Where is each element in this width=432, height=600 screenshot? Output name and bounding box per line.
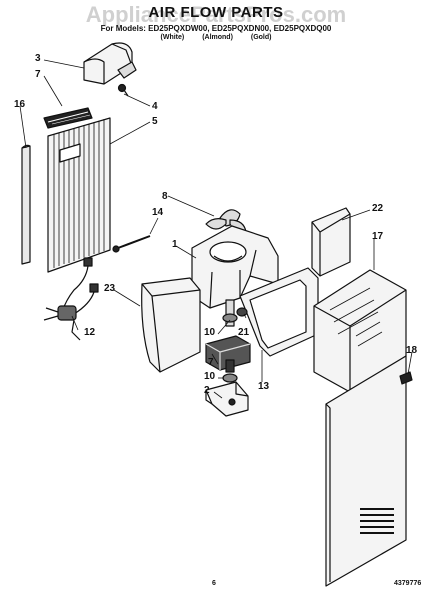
part-10-collar-upper — [222, 299, 238, 327]
model-list: For Models: ED25PQXDW00, ED25PQXDN00, ED… — [100, 24, 332, 33]
callout-2: 2 — [204, 385, 210, 396]
part-7-fan-motor — [205, 335, 251, 373]
part-18-screw — [399, 371, 413, 385]
callout-1: 1 — [172, 239, 178, 250]
part-5-evap-cover — [47, 117, 111, 273]
part-10-collar-lower — [222, 373, 238, 383]
callout-22: 22 — [372, 203, 384, 214]
color-legend: (White) (Almond) (Gold) — [0, 34, 432, 41]
air-duct-panel — [325, 355, 407, 587]
callout-21: 21 — [238, 327, 250, 338]
callout-5: 5 — [152, 116, 158, 127]
part-1-fan-housing — [191, 225, 279, 309]
callout-10-lower: 10 — [204, 371, 216, 382]
leader-lines — [19, 59, 413, 399]
part-3-duct-cover — [83, 42, 137, 85]
callout-4: 4 — [152, 101, 158, 112]
part-6-damper — [43, 107, 93, 129]
color-white: (White) — [160, 34, 185, 41]
color-almond: (Almond) — [202, 34, 233, 41]
callout-8: 8 — [162, 191, 168, 202]
callout-6: 7 — [35, 69, 41, 80]
part-16-strip — [21, 144, 31, 265]
callout-13: 13 — [258, 381, 270, 392]
part-4-screw — [117, 83, 129, 97]
part-23-baffle — [141, 277, 201, 373]
diagram-title: AIR FLOW PARTS — [148, 4, 284, 21]
watermark: AppliancePartsPros.com — [85, 2, 347, 27]
document-number: 4379776 — [394, 580, 422, 587]
callout-17: 17 — [372, 231, 384, 242]
callout-10-upper: 10 — [204, 327, 216, 338]
part-22-baffle — [311, 207, 351, 277]
color-gold: (Gold) — [250, 34, 272, 41]
callout-18: 18 — [406, 345, 418, 356]
callout-12: 12 — [84, 327, 96, 338]
part-2-bracket — [205, 381, 249, 417]
part-21-grommet — [236, 307, 248, 317]
part-12-wiring — [43, 257, 99, 341]
callout-16: 16 — [14, 99, 26, 110]
part-13-seal — [239, 267, 319, 357]
callout-14: 14 — [152, 207, 164, 218]
part-14-screw — [112, 235, 151, 253]
page-number: 6 — [212, 580, 216, 587]
callout-7: 7 — [208, 357, 214, 368]
callout-23: 23 — [104, 283, 116, 294]
callout-3: 3 — [35, 53, 41, 64]
